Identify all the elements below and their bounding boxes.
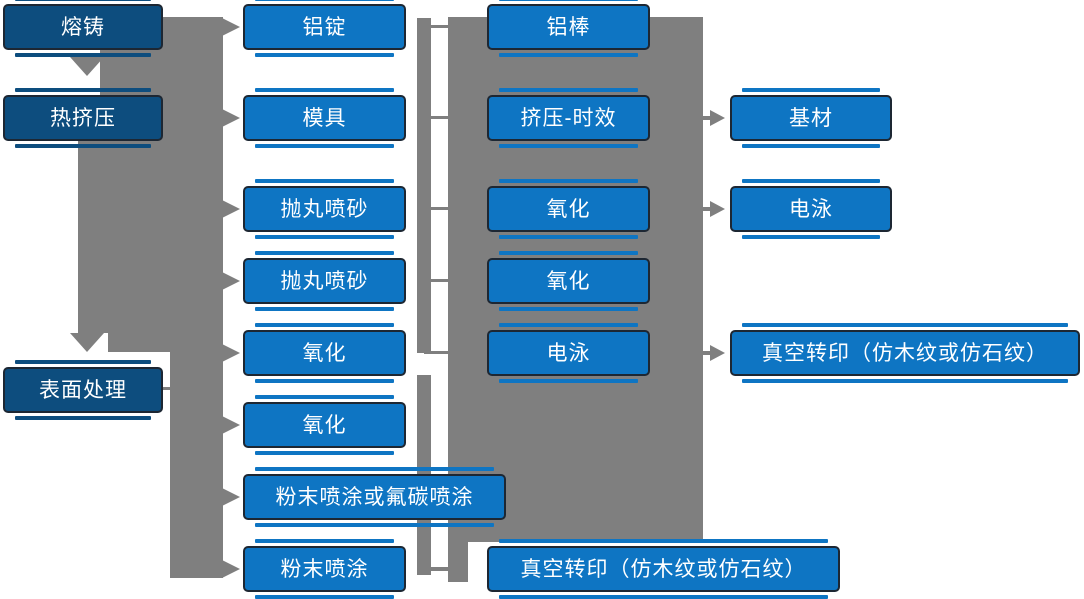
node-label: 电泳 [546,341,591,365]
connector-mid-band-upper [417,18,431,353]
flow-node-powder-coating: 粉末喷涂 [243,539,406,599]
arrow-into-powder-coating [222,560,240,578]
node-label: 真空转印（仿木纹或仿石纹） [520,557,807,581]
flow-node-base-material: 基材 [730,88,892,148]
stub-to-electrophoresis-2 [703,207,712,211]
connector-surface-treatment-stub [162,387,172,390]
node-label: 粉末喷涂或氟碳喷涂 [275,485,474,509]
node-label: 抛丸喷砂 [280,269,369,293]
node-label: 真空转印（仿木纹或仿石纹） [762,341,1048,365]
arrow-into-powder-or-fluorocarbon [222,488,240,506]
arrow-down-to-surface-treatment [70,333,104,352]
arrow-into-shot-blasting-1 [222,200,240,218]
node-label: 挤压-时效 [520,106,617,130]
arrow-down-to-hot-extrusion [70,57,104,76]
node-label: 氧化 [302,341,347,365]
flow-node-melt-casting: 熔铸 [3,0,163,57]
node-label: 热挤压 [50,106,116,130]
node-label: 铝棒 [546,15,591,39]
tick-mold-to-extrusion-aging [424,116,452,119]
flow-node-oxidation-1: 氧化 [243,323,406,383]
flow-node-hot-extrusion: 热挤压 [3,88,163,148]
arrow-into-base-material [710,110,725,126]
stub-to-base-material [703,116,712,120]
flow-node-vacuum-transfer-1: 真空转印（仿木纹或仿石纹） [730,323,1080,383]
arrow-into-oxidation-1 [222,344,240,362]
arrow-into-electrophoresis-2 [710,201,725,217]
flow-node-oxidation-2: 氧化 [243,395,406,455]
node-label: 铝锭 [302,15,347,39]
flow-node-powder-or-fluorocarbon: 粉末喷涂或氟碳喷涂 [243,467,506,527]
arrow-into-vacuum-transfer-1 [710,345,725,361]
flow-node-electrophoresis-2: 电泳 [730,179,892,239]
node-label: 粉末喷涂 [280,557,369,581]
flow-node-aluminum-rod: 铝棒 [487,0,650,57]
node-label: 氧化 [546,269,591,293]
stub-to-vacuum-transfer-1 [703,351,712,355]
flow-node-aluminum-ingot: 铝锭 [243,0,406,57]
node-label: 抛丸喷砂 [280,197,369,221]
tick-oxidation-to-electrophoresis [424,351,452,354]
tick-powder-to-vacuum-transfer [424,567,460,571]
node-label: 氧化 [546,197,591,221]
flow-node-shot-blasting-1: 抛丸喷砂 [243,179,406,239]
flow-node-shot-blasting-2: 抛丸喷砂 [243,251,406,311]
connector-bottom-drop [448,524,468,582]
tick-aluminum-ingot-to-rod [424,25,452,28]
node-label: 电泳 [789,197,833,221]
node-label: 基材 [789,106,833,130]
arrow-into-oxidation-2 [222,416,240,434]
arrow-into-mold [222,109,240,127]
node-label: 模具 [302,106,347,130]
tick-shot-blasting-to-oxidation-4 [424,279,452,282]
node-label: 氧化 [302,413,347,437]
tick-shot-blasting-to-oxidation-3 [424,207,452,210]
flow-node-oxidation-3: 氧化 [487,179,650,239]
flow-node-surface-treatment: 表面处理 [3,360,163,420]
node-label: 表面处理 [39,378,127,402]
arrow-into-shot-blasting-2 [222,272,240,290]
arrow-into-aluminum-ingot [222,18,240,36]
flow-node-vacuum-transfer-2: 真空转印（仿木纹或仿石纹） [487,539,840,599]
node-label: 熔铸 [61,15,105,39]
flow-node-extrusion-aging: 挤压-时效 [487,88,650,148]
flow-node-electrophoresis-1: 电泳 [487,323,650,383]
flow-node-mold: 模具 [243,88,406,148]
flow-node-oxidation-4: 氧化 [487,251,650,311]
